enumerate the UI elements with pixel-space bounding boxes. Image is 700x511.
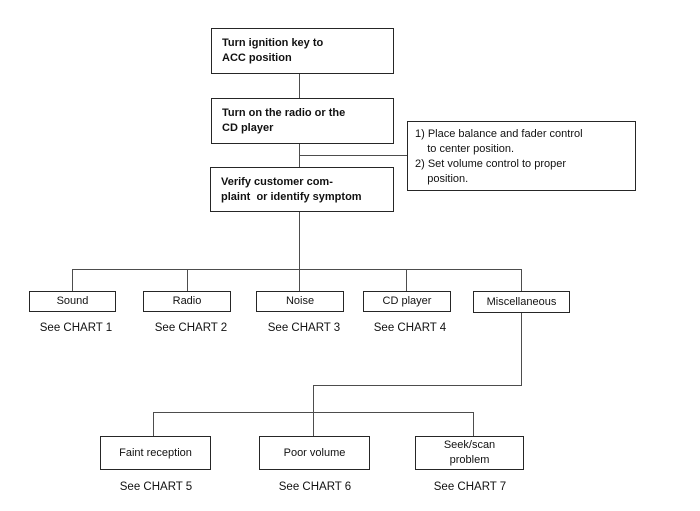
connector-step3-stem: [299, 212, 300, 291]
see-chart-4-label: See CHART 4: [373, 322, 447, 334]
connector-drop-cd-player: [406, 269, 407, 291]
branch-box-cd-player: CD player: [363, 291, 451, 312]
step-box-verify-complaint: Verify customer com- plaint or identify …: [210, 167, 394, 212]
connector-drop-faint-reception: [153, 412, 154, 436]
connector-note-branch: [300, 155, 407, 156]
branch-box-faint-reception: Faint reception: [100, 436, 211, 470]
see-chart-6-label: See CHART 6: [278, 481, 352, 493]
branch-box-radio: Radio: [143, 291, 231, 312]
connector-drop-miscellaneous: [521, 269, 522, 291]
connector-misc-horizontal-upper: [313, 385, 522, 386]
connector-misc-stem: [521, 313, 522, 385]
connector-level1-horizontal: [72, 269, 522, 270]
connector-step2-step3: [299, 144, 300, 167]
branch-box-sound: Sound: [29, 291, 116, 312]
branch-box-noise: Noise: [256, 291, 344, 312]
connector-step1-step2: [299, 74, 300, 98]
connector-level2-horizontal: [153, 412, 474, 413]
branch-box-seek-scan: Seek/scan problem: [415, 436, 524, 470]
connector-drop-radio: [187, 269, 188, 291]
branch-box-poor-volume: Poor volume: [259, 436, 370, 470]
see-chart-2-label: See CHART 2: [154, 322, 228, 334]
step-box-ignition: Turn ignition key to ACC position: [211, 28, 394, 74]
see-chart-3-label: See CHART 3: [267, 322, 341, 334]
branch-box-miscellaneous: Miscellaneous: [473, 291, 570, 313]
see-chart-1-label: See CHART 1: [39, 322, 113, 334]
note-box-balance-volume: 1) Place balance and fader control to ce…: [407, 121, 636, 191]
see-chart-5-label: See CHART 5: [119, 481, 193, 493]
connector-drop-sound: [72, 269, 73, 291]
connector-misc-elbow: [313, 385, 314, 436]
connector-drop-seek-scan: [473, 412, 474, 436]
see-chart-7-label: See CHART 7: [433, 481, 507, 493]
step-box-radio-on: Turn on the radio or the CD player: [211, 98, 394, 144]
